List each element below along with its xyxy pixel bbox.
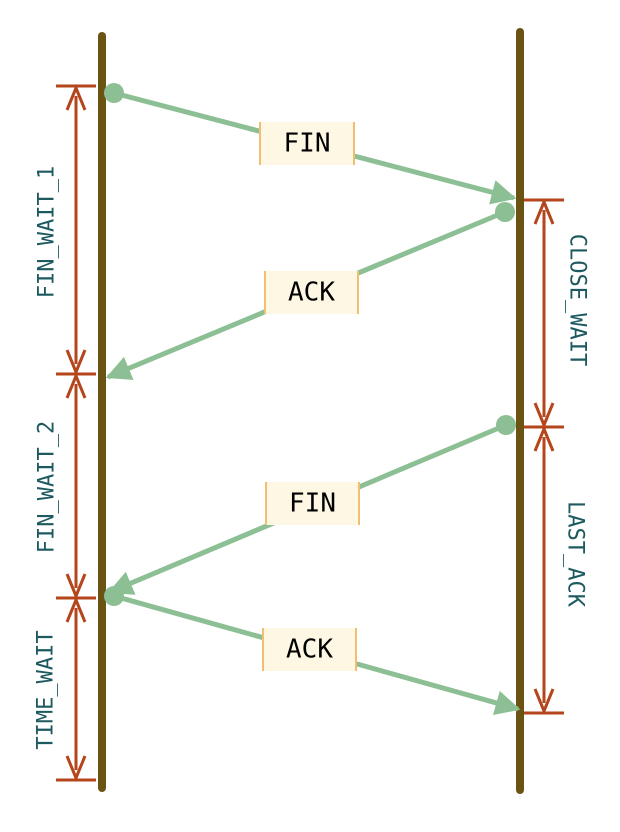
state-label-fin-wait-2: FIN_WAIT_2: [35, 421, 60, 553]
state-label-time-wait: TIME_WAIT: [34, 630, 59, 749]
msg-label-text: ACK: [288, 278, 335, 308]
msg-label-fin-2: FIN: [265, 482, 360, 525]
msg-dot-ack-2: [104, 586, 124, 606]
msg-dot-fin-2: [496, 415, 516, 435]
msg-label-text: FIN: [284, 129, 331, 159]
interval-fin-wait-1: [56, 84, 96, 376]
state-label-close-wait: CLOSE_WAIT: [565, 234, 590, 366]
interval-fin-wait-2: [56, 372, 96, 600]
interval-close-wait: [524, 198, 564, 429]
interval-last-ack: [524, 425, 564, 715]
msg-dot-ack-1: [495, 202, 515, 222]
interval-time-wait: [56, 596, 96, 782]
state-label-fin-wait-1: FIN_WAIT_1: [35, 166, 60, 298]
msg-label-fin-1: FIN: [259, 122, 355, 165]
msg-label-text: ACK: [286, 635, 333, 665]
state-label-last-ack: LAST_ACK: [563, 501, 588, 608]
msg-label-text: FIN: [289, 489, 336, 519]
msg-label-ack-1: ACK: [264, 271, 359, 314]
msg-label-ack-2: ACK: [262, 628, 357, 671]
msg-dot-fin-1: [104, 83, 124, 103]
